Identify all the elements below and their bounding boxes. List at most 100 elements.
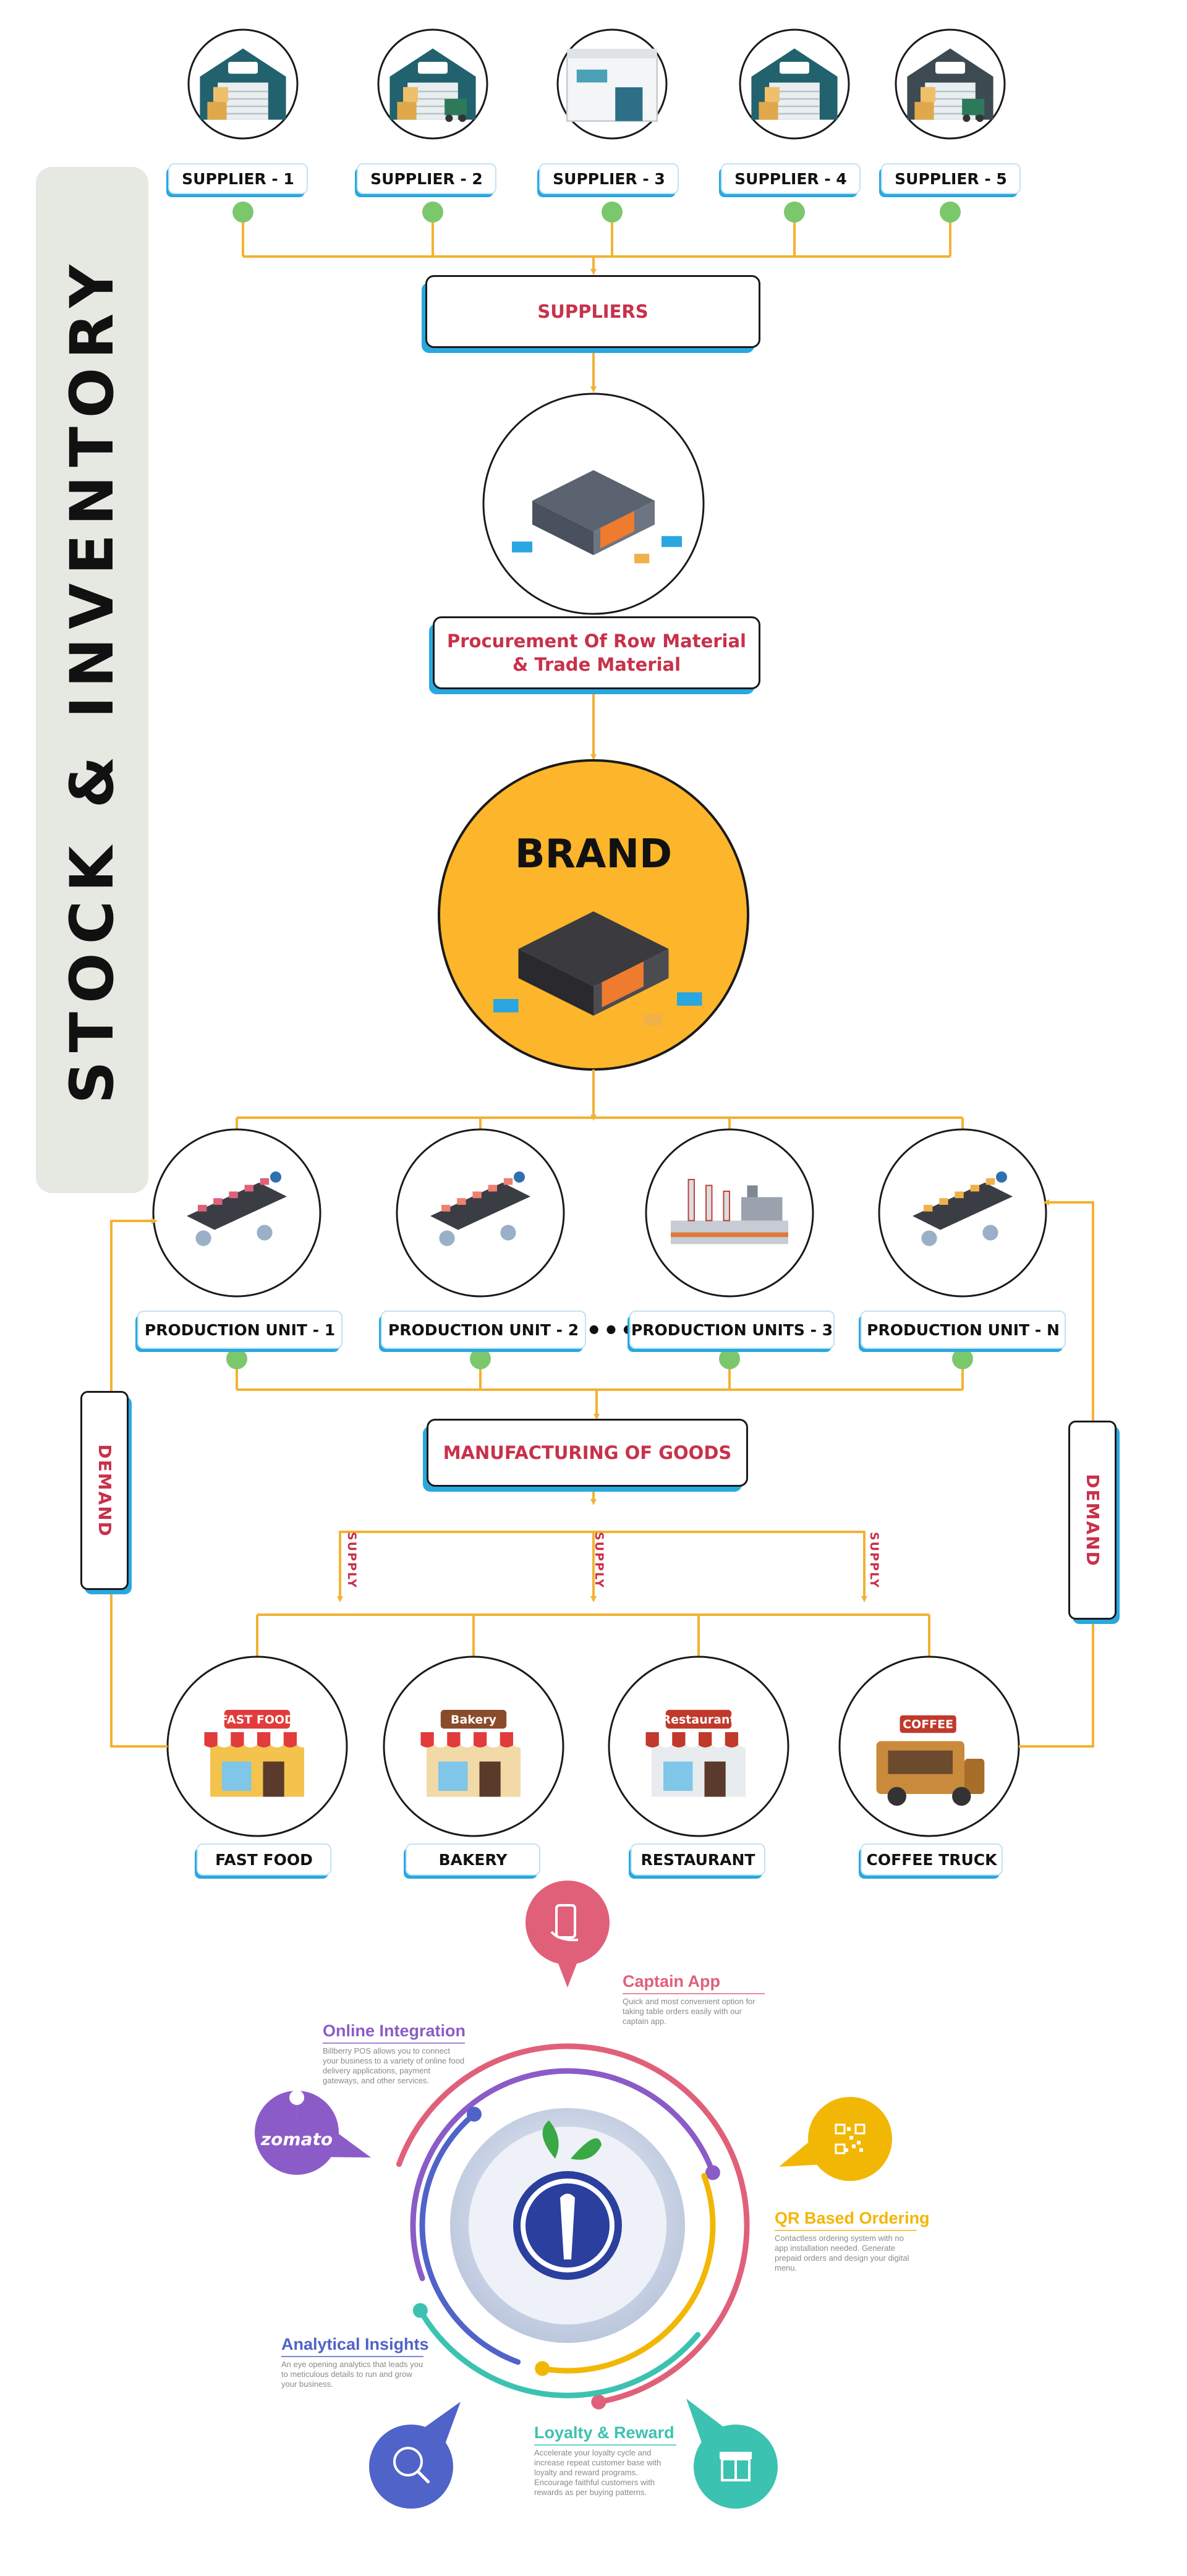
product-item <box>924 1205 933 1212</box>
zomato-logo-icon: zomato <box>260 2129 333 2149</box>
warehouse-illustration <box>751 48 838 120</box>
product-item <box>939 1198 948 1205</box>
awning-stripe <box>283 1732 297 1748</box>
connector-node-dot <box>226 1348 247 1369</box>
warehouse-illustration <box>200 48 286 120</box>
qr-arc <box>539 2173 716 2374</box>
brand-title: BRAND <box>514 831 673 877</box>
qr-code-icon <box>835 2123 866 2154</box>
awning-stripe <box>672 1732 686 1748</box>
location-pin-icon <box>289 2090 305 2125</box>
analytics-arc-end-dot <box>466 2106 482 2122</box>
awning-stripe <box>217 1732 231 1748</box>
assembly-illustration <box>913 1171 1013 1246</box>
online-integration-bubble <box>255 2091 339 2175</box>
factory-left-wall <box>532 501 594 555</box>
product-item <box>213 1198 223 1205</box>
supply-label: SUPPLY <box>592 1532 606 1589</box>
captain-arc-end-dot <box>591 2394 606 2410</box>
shop-door <box>479 1761 501 1797</box>
magnifier-chart-icon <box>393 2447 423 2476</box>
analytics-arc <box>419 2111 521 2365</box>
supplier-label: SUPPLIER - 4 <box>721 163 861 194</box>
awning-stripe <box>204 1732 218 1748</box>
feature-title: Captain App <box>623 1972 720 1991</box>
silo <box>747 1185 758 1197</box>
chimney <box>723 1191 730 1222</box>
warehouse-window <box>935 62 965 74</box>
connector-node-dot <box>232 202 253 223</box>
product-item <box>441 1205 451 1212</box>
awning-stripe <box>699 1732 712 1748</box>
production-unit-label: PRODUCTION UNIT - 1 <box>137 1311 342 1349</box>
barrel <box>500 1225 516 1241</box>
shop-sign-text: Restaurant <box>662 1713 735 1727</box>
barrel <box>921 1230 937 1246</box>
connector-node-dot <box>719 1348 740 1369</box>
plant-base <box>671 1220 788 1244</box>
awning-stripe <box>487 1732 500 1748</box>
leaf-icon <box>542 2120 559 2159</box>
factory-panel <box>602 961 644 1008</box>
phone-hand-icon <box>555 1904 576 1939</box>
qr-module <box>852 2145 856 2148</box>
qr-module <box>857 2141 861 2145</box>
worker <box>514 1171 525 1183</box>
awning-stripe <box>270 1732 284 1748</box>
barrel <box>982 1225 998 1241</box>
crate <box>397 101 417 120</box>
warehouse-illustration <box>389 48 476 122</box>
phone-hand-icon-hand <box>550 1931 579 1942</box>
truck-window <box>888 1750 953 1774</box>
awning-stripe <box>447 1732 461 1748</box>
hub-logo-mark <box>560 2193 575 2259</box>
side-title: STOCK & INVENTORY <box>57 256 127 1104</box>
product-item <box>457 1198 466 1205</box>
factory-iso-illustration <box>512 470 682 564</box>
truck <box>512 542 532 553</box>
worker <box>270 1171 281 1183</box>
warehouse-window <box>228 62 258 74</box>
silo-block <box>741 1197 783 1221</box>
production-unit-label: PRODUCTION UNIT - N <box>861 1311 1066 1349</box>
connector-node-dot <box>784 202 805 223</box>
coffee-truck-illustration: COFFEE <box>876 1715 985 1806</box>
wheel <box>963 114 971 122</box>
crate <box>644 1014 662 1026</box>
feature-title: Analytical Insights <box>281 2335 429 2353</box>
crate <box>921 87 935 102</box>
crate <box>213 87 228 102</box>
chimney <box>705 1184 713 1222</box>
online-arc <box>410 2068 716 2282</box>
outlet-label: BAKERY <box>406 1843 540 1876</box>
demand-box-right: DEMAND <box>1068 1421 1117 1620</box>
forklift-body <box>445 99 467 116</box>
shop-sign <box>224 1709 291 1729</box>
assembly-illustration <box>187 1171 287 1246</box>
qr-module <box>849 2136 853 2140</box>
truck <box>662 536 682 547</box>
awning-stripe <box>500 1732 514 1748</box>
truck <box>677 992 702 1006</box>
product-item <box>970 1184 979 1192</box>
shop-sign <box>440 1709 507 1729</box>
warehouse-illustration <box>907 48 993 122</box>
loyalty-arc <box>417 2308 701 2399</box>
awning-stripe <box>244 1732 257 1748</box>
shop-illustration: Bakery <box>420 1709 527 1797</box>
feature-title: QR Based Ordering <box>775 2209 930 2227</box>
analytical-insights-bubble <box>369 2425 453 2509</box>
outlet-label: COFFEE TRUCK <box>861 1843 1003 1876</box>
building-roof <box>567 48 657 59</box>
shop-door <box>263 1761 284 1797</box>
awning-stripe <box>420 1732 434 1748</box>
shop-window <box>663 1761 693 1791</box>
demand-box-left: DEMAND <box>80 1391 129 1590</box>
supply-label: SUPPLY <box>345 1532 359 1589</box>
feature-desc: An eye opening analytics that leads you … <box>281 2360 423 2389</box>
captain-arc <box>396 2043 750 2405</box>
product-item <box>503 1178 513 1185</box>
building-door <box>615 87 643 121</box>
product-item <box>985 1178 995 1185</box>
